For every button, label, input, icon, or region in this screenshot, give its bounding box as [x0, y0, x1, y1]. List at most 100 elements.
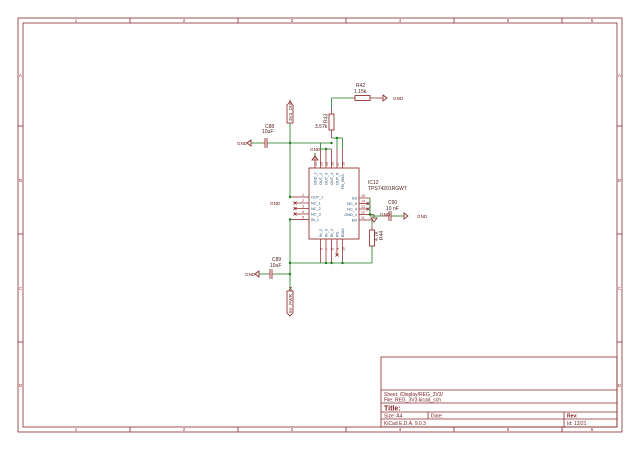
- row-label-right-b: B: [618, 178, 621, 183]
- row-label-left-d: D: [19, 383, 22, 388]
- ic12-pin-name: OUT_5: [336, 173, 340, 185]
- ic12-pin-name: IN_3: [325, 229, 329, 237]
- ic12-pin-num: 6: [320, 248, 324, 250]
- r43-value: 3.57k: [315, 124, 328, 130]
- ic12-pin-name: IN_1: [311, 218, 319, 222]
- ic12-top-pins: 21 GND_2 20 OUT_2 19 OUT_3 18 OUT_4 17 O…: [314, 149, 346, 189]
- sheet-id-text: Id: 13/21: [567, 421, 587, 427]
- ic12-pin-num: 10: [342, 247, 346, 251]
- title-block: Sheet: /Display/REG_3V3/ File: REG_3V3.k…: [380, 356, 618, 428]
- r42-gnd: GND: [382, 94, 404, 102]
- ic12-symbol[interactable]: IC12 TPS74201RGWT 1 OUT_1 2 NC_1 3 NC_2 …: [290, 149, 407, 263]
- c90-ref: C90: [388, 200, 397, 206]
- col-label-top-4: 4: [399, 18, 402, 23]
- r43-ref: R43: [324, 114, 330, 123]
- col-label-top-3: 3: [291, 18, 294, 23]
- r42-resistor[interactable]: R42 1.15k: [353, 83, 383, 101]
- r44-value: 4.7k: [374, 231, 380, 241]
- ic12-gnd1-label: GND: [380, 212, 391, 217]
- grid-references: 1 2 3 4 5 6 1 2 3 4 5 6 A B C D A B C D: [18, 18, 622, 432]
- ic12-gnd1-symbol: GND: [370, 212, 391, 223]
- ic12-pin-name: NC_1: [311, 202, 321, 206]
- r44-resistor[interactable]: R44 4.7k: [369, 225, 386, 247]
- col-label-bottom-3: 3: [291, 427, 294, 432]
- ic12-pin-name: FB_SNS: [341, 174, 345, 189]
- col-label-top-6: 6: [591, 18, 594, 23]
- c90-value: 10 nF: [386, 206, 399, 212]
- c89-capacitor[interactable]: C89 10uF: [267, 257, 281, 279]
- c90-capacitor[interactable]: C90 10 nF: [383, 200, 399, 221]
- ic12-pin-name: NC_5: [347, 202, 357, 206]
- ic12-pin-name: OUT_3: [325, 173, 329, 185]
- ic12-pin-num: 15: [361, 194, 365, 198]
- col-label-top-1: 1: [75, 18, 78, 23]
- c89-ref: C89: [272, 257, 281, 263]
- col-label-top-5: 5: [507, 18, 510, 23]
- ic12-pin-name: SS: [352, 197, 358, 201]
- ic12-pin-name: OUT_1: [311, 196, 323, 200]
- ic12-pin-num: 5: [302, 216, 304, 220]
- ic12-pin-num: 7: [325, 248, 329, 250]
- ic12-pin-num: 19: [325, 162, 329, 166]
- col-label-top-2: 2: [183, 18, 186, 23]
- r42-value: 1.15k: [354, 89, 367, 95]
- net-label-3v3-disp[interactable]: 3V3_DISP: [286, 100, 294, 124]
- ic12-gnd2-label: GND: [310, 147, 321, 152]
- ic12-pin-name: PG: [336, 231, 340, 237]
- ic12-ref: IC12: [368, 180, 379, 186]
- title-label: Title:: [384, 406, 401, 413]
- ic12-pin-name: IN_2: [319, 229, 323, 237]
- c88-gnd: GND: [237, 139, 252, 147]
- ic12-pin-num: 16: [342, 162, 346, 166]
- date-label: Date:: [431, 414, 443, 420]
- r42-ref: R42: [356, 83, 365, 89]
- wires: [251, 97, 404, 291]
- row-label-right-d: D: [618, 383, 621, 388]
- file-name-text: File: REG_3V3.kicad_sch: [384, 398, 441, 404]
- left-gnd-symbol: GND: [270, 201, 281, 206]
- sheet-path-text: Sheet: /Display/REG_3V3/: [384, 392, 444, 398]
- net-label-5v-pwr-in[interactable]: 5V_PWR_IN: [286, 287, 294, 317]
- ic12-pin-name: GND_1: [344, 213, 357, 217]
- col-label-bottom-6: 6: [591, 427, 594, 432]
- col-label-bottom-5: 5: [507, 427, 510, 432]
- c88-ref: C88: [265, 124, 274, 130]
- ic12-pin-num: 14: [361, 200, 365, 204]
- ic12-value: TPS74201RGWT: [368, 186, 407, 192]
- ic12-gnd2-symbol: GND: [310, 147, 321, 161]
- row-label-right-a: A: [618, 73, 621, 78]
- ic12-pin-name: OUT_2: [319, 173, 323, 185]
- size-label: Size: A4: [384, 414, 403, 420]
- c89-gnd: GND: [245, 270, 260, 278]
- col-label-bottom-1: 1: [75, 427, 78, 432]
- r44-ref: R44: [379, 231, 385, 240]
- left-gnd-label: GND: [270, 201, 281, 206]
- kicad-version-text: KiCad E.D.A. 9.0.3: [384, 421, 426, 427]
- r42-gnd-label: GND: [393, 96, 404, 101]
- ic12-pin-name: NC_4: [347, 208, 357, 212]
- junctions: [288, 136, 372, 276]
- ic12-pin-num: 17: [336, 162, 340, 166]
- ic12-pin-name: NC_3: [311, 213, 321, 217]
- r43-resistor[interactable]: R43 3.57k: [315, 108, 335, 138]
- col-label-bottom-4: 4: [399, 427, 402, 432]
- ic12-left-pins: 1 OUT_1 2 NC_1 3 NC_2 4 NC_3 5 IN_1: [290, 193, 323, 222]
- ic12-pin-name: BIAS: [341, 228, 345, 237]
- row-label-left-a: A: [19, 73, 22, 78]
- ic12-pin-num: 4: [302, 210, 304, 214]
- ic12-pin-num: 11: [361, 216, 365, 220]
- c88-capacitor[interactable]: C88 10uF: [262, 124, 274, 148]
- c90-gnd-label: GND: [417, 214, 428, 219]
- col-label-bottom-2: 2: [183, 427, 186, 432]
- c89-value: 10uF: [270, 263, 281, 269]
- row-label-left-c: C: [19, 286, 22, 291]
- ic12-pin-num: 1: [302, 193, 304, 197]
- net-label-5v-pwr-in-text: 5V_PWR_IN: [288, 287, 293, 313]
- c89-gnd-label: GND: [245, 272, 256, 277]
- ic12-pin-name: OUT_4: [330, 173, 334, 185]
- ic12-pin-num: 21: [314, 162, 318, 166]
- ic12-pin-name: IN_4: [330, 229, 334, 237]
- ic12-pin-num: 18: [331, 162, 335, 166]
- ic12-pin-num: 9: [336, 248, 340, 250]
